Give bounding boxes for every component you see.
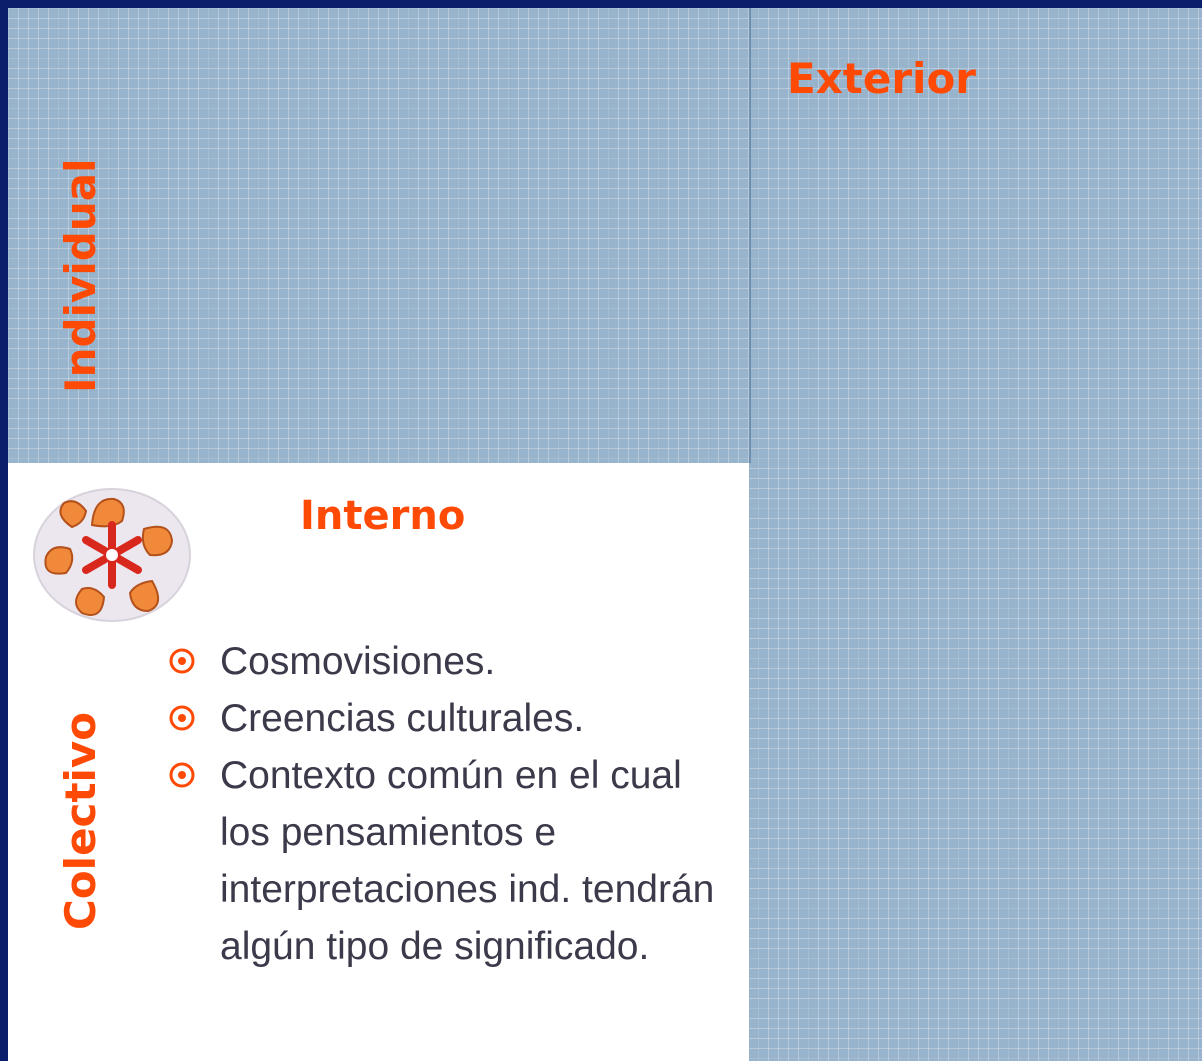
list-item: Contexto común en el cual los pensamient… bbox=[168, 747, 740, 975]
bullet-text: Cosmovisiones. bbox=[220, 640, 496, 683]
colectivo-axis-label: Colectivo bbox=[56, 711, 105, 930]
quadrant-divider bbox=[749, 8, 751, 463]
circle-dot-icon bbox=[169, 648, 195, 674]
circle-dot-icon bbox=[169, 705, 195, 731]
exterior-label: Exterior bbox=[787, 54, 977, 103]
circle-dot-icon bbox=[169, 762, 195, 788]
individual-axis-label: Individual bbox=[56, 158, 105, 393]
bullet-text: Contexto común en el cual los pensamient… bbox=[220, 754, 715, 968]
birds-circle-logo-icon bbox=[33, 488, 191, 622]
bullet-list: Cosmovisiones. Creencias culturales. Con… bbox=[168, 633, 740, 975]
bullet-text: Creencias culturales. bbox=[220, 697, 585, 740]
list-item: Cosmovisiones. bbox=[168, 633, 740, 690]
interno-panel: Interno Cosmovisiones. Creencias cultura… bbox=[8, 463, 749, 1061]
interno-title: Interno bbox=[300, 493, 466, 539]
slide: Exterior Individual Interno bbox=[8, 8, 1202, 1061]
list-item: Creencias culturales. bbox=[168, 690, 740, 747]
